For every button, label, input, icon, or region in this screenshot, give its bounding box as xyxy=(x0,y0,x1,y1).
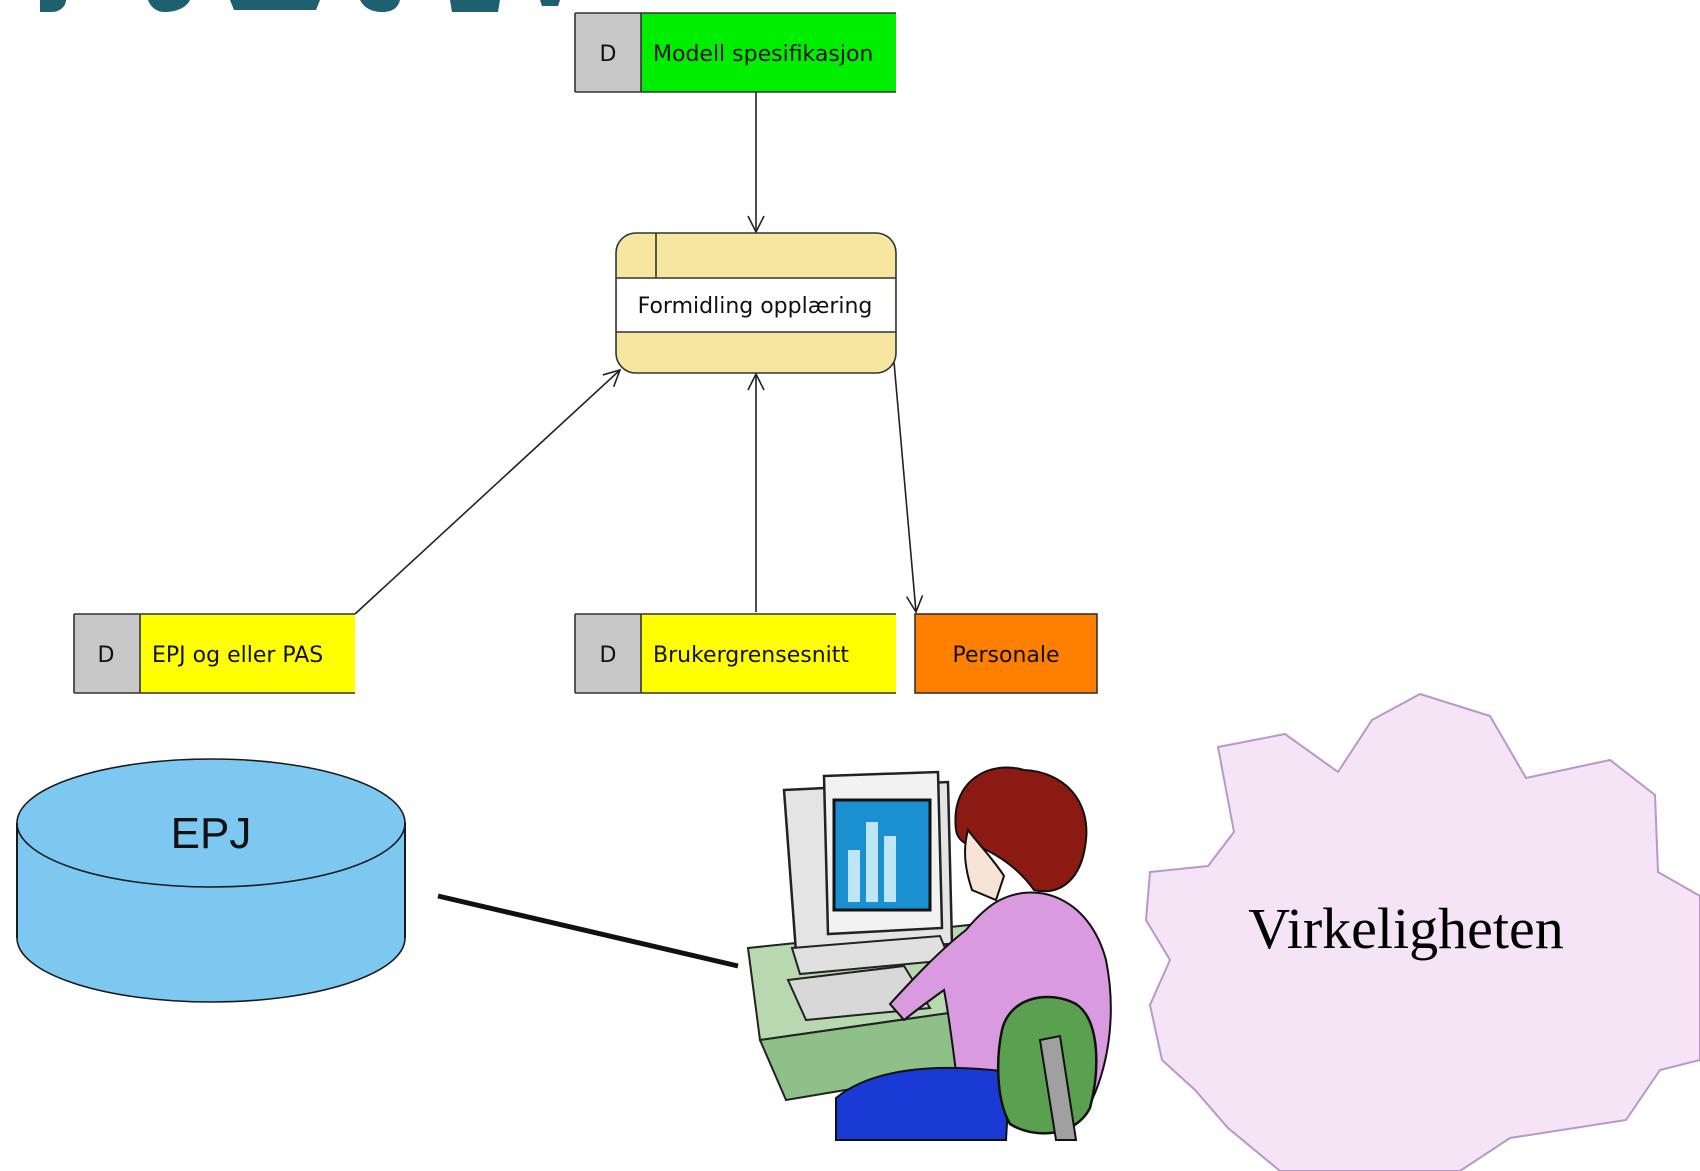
node-label-box xyxy=(140,614,355,693)
edge-process-to-personale xyxy=(893,361,924,614)
screen-bar-icon xyxy=(884,836,896,902)
node-label-text: Brukergrensesnitt xyxy=(653,643,849,668)
node-label-text: EPJ og eller PAS xyxy=(152,643,323,668)
node-label-box xyxy=(914,613,1098,694)
user-at-computer-clipart xyxy=(746,766,1112,1141)
node-virkeligheten-cloud[interactable]: Virkeligheten xyxy=(1144,692,1700,1171)
cloud-label: Virkeligheten xyxy=(1248,896,1563,961)
node-label-text: Personale xyxy=(952,643,1059,668)
node-modell-spesifikasjon[interactable]: D Modell spesifikasjon xyxy=(574,12,896,93)
node-brukergrensesnitt[interactable]: D Brukergrensesnitt xyxy=(574,613,896,694)
node-formidling-opplaering[interactable]: Formidling opplæring xyxy=(615,232,897,374)
node-tag-box xyxy=(575,13,641,92)
node-tag-text: D xyxy=(600,643,617,668)
chair-post xyxy=(1038,1034,1078,1141)
database-label: EPJ xyxy=(171,809,252,858)
woman-face xyxy=(964,827,1006,902)
edge-epj-pas-to-process xyxy=(354,368,622,615)
node-epj-og-eller-pas[interactable]: D EPJ og eller PAS xyxy=(73,613,355,694)
screen-bar-icon xyxy=(848,850,860,902)
cloud-shape xyxy=(1144,692,1700,1171)
node-tag-box xyxy=(74,614,140,693)
edge-database-to-user xyxy=(437,893,739,969)
node-tag-text: D xyxy=(600,42,617,67)
node-label-text: Modell spesifikasjon xyxy=(653,42,873,67)
node-personale[interactable]: Personale xyxy=(914,613,1098,694)
node-label-text: Formidling opplæring xyxy=(638,294,873,319)
node-label-box xyxy=(641,614,896,693)
screen-bar-icon xyxy=(866,822,878,902)
node-epj-database[interactable]: EPJ xyxy=(16,758,406,1003)
process-label-band xyxy=(617,278,895,332)
node-tag-box xyxy=(575,614,641,693)
node-tag-text: D xyxy=(98,643,115,668)
title-remnant-decoration xyxy=(40,0,560,12)
node-label-box xyxy=(641,13,896,92)
